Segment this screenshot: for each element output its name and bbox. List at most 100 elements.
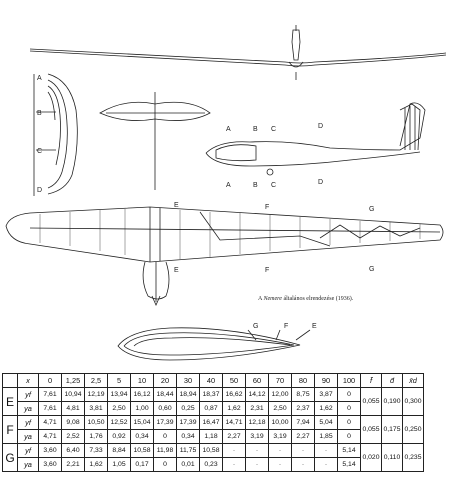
table-cell: · xyxy=(222,457,246,472)
table-cell: 17,39 xyxy=(176,415,200,430)
wing-top-label-g: G xyxy=(369,206,374,213)
caption-name: Nemere xyxy=(263,296,282,302)
side-bottom-label-d: D xyxy=(318,179,323,186)
table-cell: 12,19 xyxy=(84,387,108,402)
table-cell: 1,18 xyxy=(199,429,223,444)
table-cell: 0,17 xyxy=(130,457,154,472)
table-cell: 12,00 xyxy=(268,387,292,402)
header-col: 10 xyxy=(130,373,154,388)
table-cell: 16,62 xyxy=(222,387,246,402)
table-cell: 11,75 xyxy=(176,443,200,458)
airfoil-ordinates-table: x 0 1,25 2,5 5 10 20 30 40 50 60 70 80 9… xyxy=(2,373,424,472)
table-cell: 0,34 xyxy=(176,429,200,444)
header-col: 20 xyxy=(153,373,177,388)
front-label-b: B xyxy=(37,110,42,117)
wing-top-label-e: E xyxy=(174,202,179,209)
table-cell: 2,27 xyxy=(222,429,246,444)
table-cell: · xyxy=(268,457,292,472)
side-value-cell: 0,055 xyxy=(360,415,382,444)
figure-caption: A Nemere általános elrendezése (1936). xyxy=(258,296,353,302)
header-col: 30 xyxy=(176,373,200,388)
header-col: 50 xyxy=(222,373,246,388)
header-col: 1,25 xyxy=(61,373,85,388)
table-cell: 8,75 xyxy=(291,387,315,402)
table-cell: · xyxy=(314,443,338,458)
table-cell: 16,12 xyxy=(130,387,154,402)
table-cell: 3,19 xyxy=(268,429,292,444)
row-variable: yf xyxy=(17,443,39,458)
side-view xyxy=(205,102,426,176)
wing-bottom-label-f: F xyxy=(265,267,269,274)
caption-prefix: A xyxy=(258,296,264,302)
table-header-row: x 0 1,25 2,5 5 10 20 30 40 50 60 70 80 9… xyxy=(2,373,424,388)
table-cell: 1,85 xyxy=(314,429,338,444)
side-value-cell: 0,175 xyxy=(381,415,403,444)
table-cell: 17,39 xyxy=(153,415,177,430)
table-cell: 18,37 xyxy=(199,387,223,402)
table-cell: 7,94 xyxy=(291,415,315,430)
table-cell: 1,62 xyxy=(314,401,338,416)
front-label-a: A xyxy=(37,75,42,82)
table-cell: 15,04 xyxy=(130,415,154,430)
table-cell: 0,87 xyxy=(199,401,223,416)
table-cell: 0 xyxy=(337,415,361,430)
header-col: 70 xyxy=(268,373,292,388)
table-cell: 3,60 xyxy=(38,457,62,472)
caption-suffix: általános elrendezése (1936). xyxy=(281,296,354,302)
header-f: f̄ xyxy=(360,373,382,388)
header-d: d̄ xyxy=(381,373,403,388)
table-cell: · xyxy=(245,443,269,458)
table-cell: · xyxy=(291,443,315,458)
table-cell: 5,04 xyxy=(314,415,338,430)
table-cell: 10,58 xyxy=(130,443,154,458)
profile-label-g: G xyxy=(253,323,258,330)
side-value-cell: 0,110 xyxy=(381,443,403,472)
table-cell: 0 xyxy=(153,457,177,472)
header-col: 0 xyxy=(38,373,62,388)
profile-label-f: F xyxy=(284,323,288,330)
table-cell: 2,21 xyxy=(61,457,85,472)
table-cell: 4,71 xyxy=(38,429,62,444)
table-cell: 7,33 xyxy=(84,443,108,458)
table-cell: 6,40 xyxy=(61,443,85,458)
table-cell: 5,14 xyxy=(337,443,361,458)
table-cell: · xyxy=(222,443,246,458)
table-cell: 10,00 xyxy=(268,415,292,430)
row-variable: ya xyxy=(17,457,39,472)
side-top-label-c: C xyxy=(271,126,276,133)
table-cell: 2,37 xyxy=(291,401,315,416)
row-variable: ya xyxy=(17,401,39,416)
front-label-c: C xyxy=(37,148,42,155)
table-cell: 18,94 xyxy=(176,387,200,402)
row-variable: ya xyxy=(17,429,39,444)
table-cell: 7,61 xyxy=(38,387,62,402)
side-value-cell: 0,190 xyxy=(381,387,403,416)
table-cell: 10,94 xyxy=(61,387,85,402)
table-cell: 1,00 xyxy=(130,401,154,416)
table-cell: 5,14 xyxy=(337,457,361,472)
wing-bottom-label-g: G xyxy=(369,266,374,273)
table-cell: 12,52 xyxy=(107,415,131,430)
table-cell: 14,12 xyxy=(245,387,269,402)
table-cell: 13,94 xyxy=(107,387,131,402)
side-bottom-label-c: C xyxy=(271,182,276,189)
table-cell: 2,52 xyxy=(61,429,85,444)
table-cell: 1,76 xyxy=(84,429,108,444)
header-col: 80 xyxy=(291,373,315,388)
side-value-cell: 0,020 xyxy=(360,443,382,472)
tailplane xyxy=(99,92,211,190)
side-top-label-d: D xyxy=(318,123,323,130)
airfoil-profile xyxy=(117,327,311,361)
table-cell: 1,62 xyxy=(222,401,246,416)
header-col: 2,5 xyxy=(84,373,108,388)
table-cell: 9,08 xyxy=(61,415,85,430)
header-col: 60 xyxy=(245,373,269,388)
table-cell: 10,50 xyxy=(84,415,108,430)
table-cell: 0,23 xyxy=(199,457,223,472)
table-cell: 3,81 xyxy=(84,401,108,416)
table-cell: · xyxy=(268,443,292,458)
side-value-cell: 0,055 xyxy=(360,387,382,416)
